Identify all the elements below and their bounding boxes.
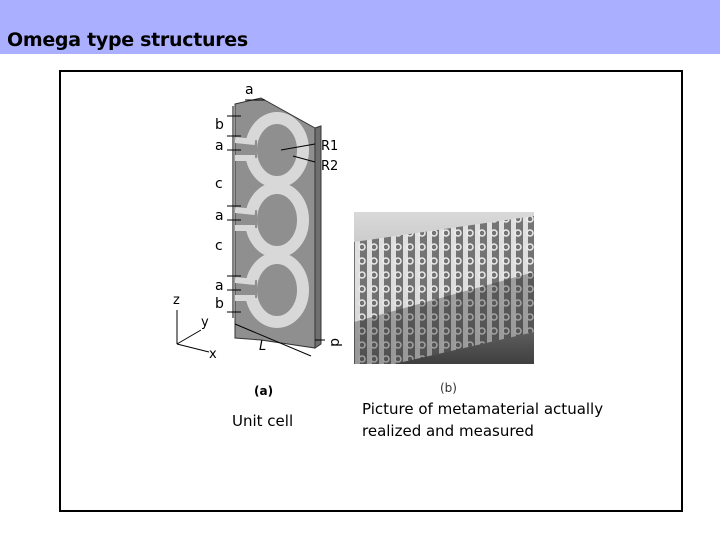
label-c2: c (215, 238, 223, 254)
figure-a-label: (a) (254, 384, 274, 398)
axis-label-x: x (209, 347, 217, 362)
omega-leg-2 (235, 207, 256, 231)
leader-r1 (280, 143, 316, 151)
axis-y (176, 329, 202, 345)
label-c1: c (215, 176, 223, 192)
axis-label-y: y (201, 315, 209, 330)
omega-leg-1 (235, 137, 256, 161)
omega-leg-3 (235, 277, 256, 301)
unit-cell-figure: a b a c a c a b R1 R2 L d z y x (173, 82, 343, 362)
figure-a-caption: Unit cell (232, 412, 294, 430)
substrate-edge (314, 125, 322, 349)
metamaterial-photo (354, 212, 534, 364)
label-b1: b (215, 117, 224, 133)
label-a1: a (215, 138, 224, 154)
label-l: L (259, 339, 266, 354)
dimension-line-l (234, 323, 312, 357)
slide-title: Omega type structures (7, 29, 248, 51)
figure-b-label: (b) (440, 381, 457, 395)
figure-b-caption-line-1: Picture of metamaterial actually (362, 400, 604, 418)
photo-shadow (354, 272, 534, 364)
label-a3: a (215, 278, 224, 294)
title-bar: Omega type structures (0, 0, 720, 54)
label-a-top: a (245, 82, 254, 98)
leader-r2 (292, 155, 316, 163)
label-r1: R1 (321, 139, 338, 154)
label-d: d (327, 338, 343, 347)
label-a2: a (215, 208, 224, 224)
figure-b-caption: Picture of metamaterial actually realize… (362, 398, 603, 442)
photo-array (354, 216, 534, 364)
label-r2: R2 (321, 159, 338, 174)
figure-b-caption-line-2: realized and measured (362, 422, 534, 440)
axis-x (176, 343, 210, 353)
axis-label-z: z (173, 293, 180, 308)
label-b2: b (215, 296, 224, 312)
